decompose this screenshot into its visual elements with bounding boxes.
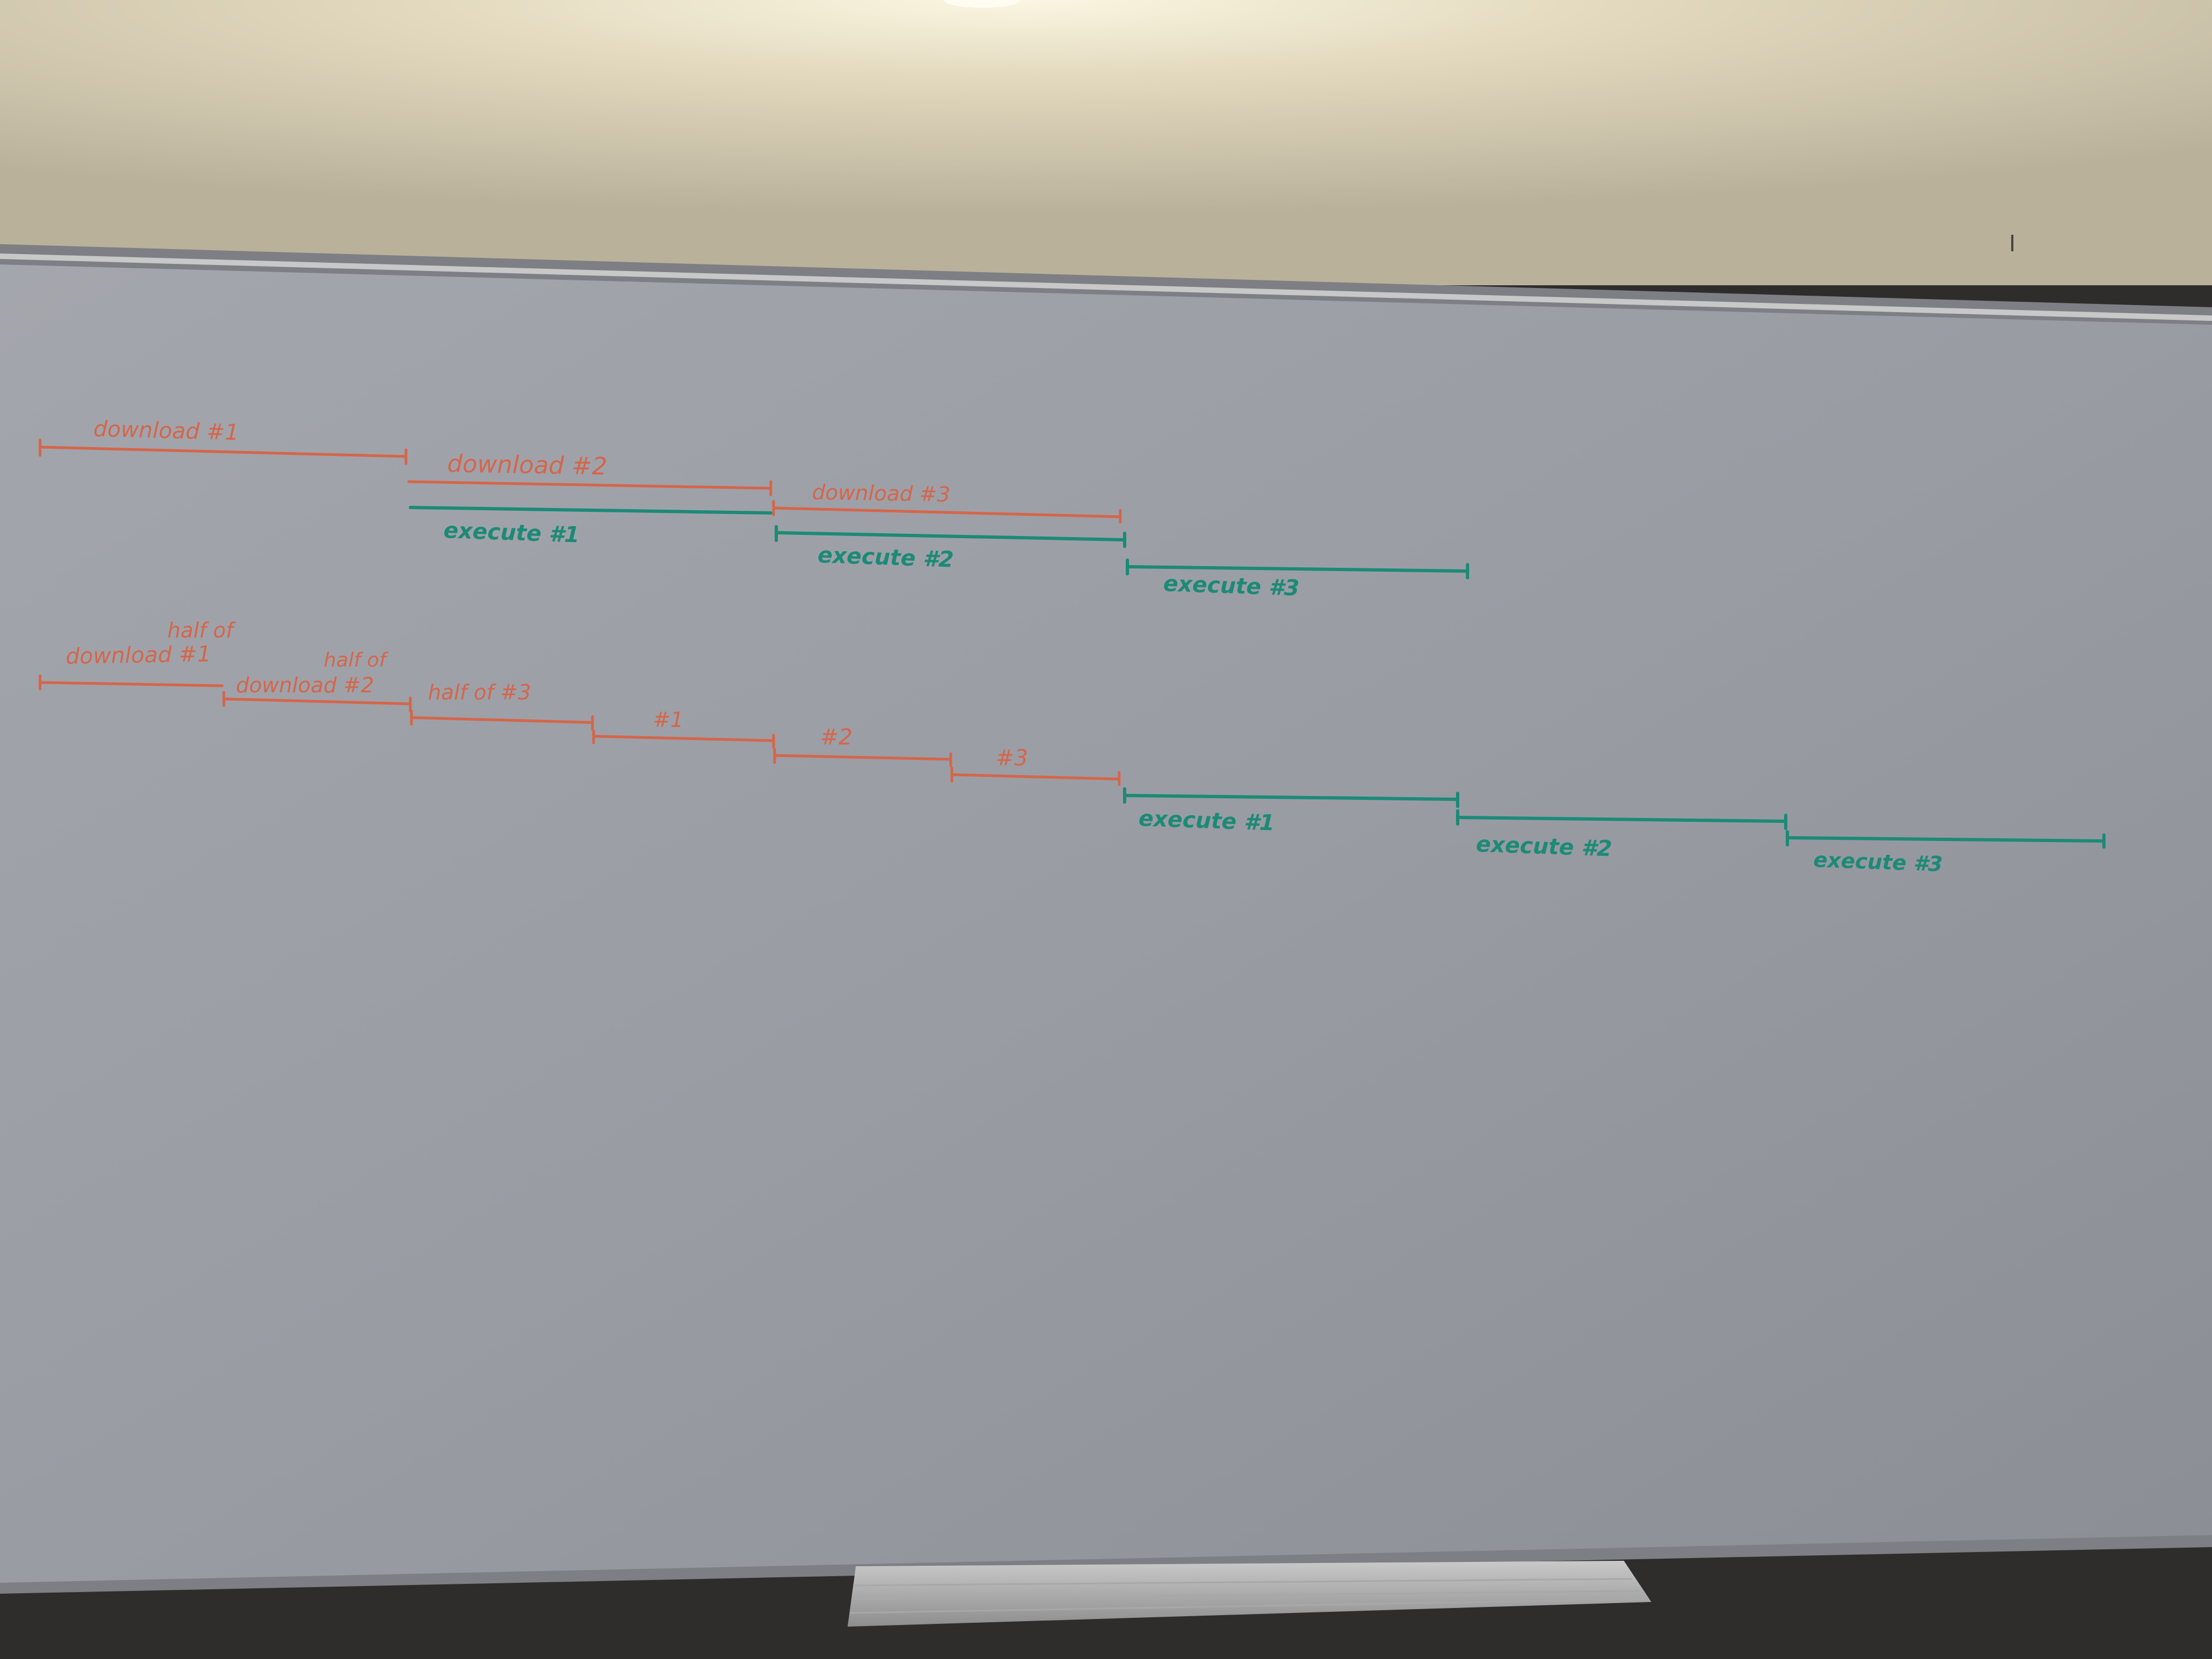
top-download-3-bar	[772, 500, 1122, 524]
top-execute-3-bar	[1126, 558, 1469, 579]
top-execute-2-bar	[775, 525, 1126, 548]
bottom-execute-3-bar	[1786, 830, 2106, 849]
top-download-1-label: download #1	[93, 416, 239, 445]
board-surface	[0, 264, 2212, 1583]
ceiling-light	[944, 0, 1020, 8]
bottom-part-3-bar	[950, 766, 1121, 786]
wall	[0, 0, 2212, 285]
top-timeline	[38, 438, 1469, 579]
top-timeline-labels: download #1 download #2 download #3 exec…	[93, 416, 1300, 601]
top-download-2-label: download #2	[447, 450, 607, 481]
bottom-execute-1-bar	[1123, 787, 1459, 808]
bottom-part-1-label: #1	[653, 708, 684, 732]
bottom-execute-2-bar	[1456, 809, 1787, 830]
top-download-1-bar	[38, 438, 408, 465]
bottom-download-2-label: download #2	[236, 673, 374, 697]
bottom-half-of-3-bar	[410, 709, 594, 731]
top-execute-1-bar	[409, 506, 772, 515]
board-frame-top-rail	[0, 253, 2212, 321]
bottom-download-1-half-bar	[38, 674, 224, 691]
bottom-part-2-label: #2	[820, 725, 853, 750]
bottom-execute-3-label: execute #3	[1813, 848, 1943, 876]
bottom-part-3-label: #3	[996, 746, 1028, 771]
bottom-part-1-bar	[592, 729, 775, 749]
bottom-part-2-bar	[773, 748, 952, 768]
bottom-half-of-2-note: half of	[324, 649, 389, 672]
tray-groove	[853, 1578, 1633, 1587]
top-execute-2-label: execute #2	[817, 543, 955, 573]
bottom-download-2-half-bar	[222, 691, 412, 713]
top-execute-3-label: execute #3	[1163, 571, 1300, 601]
bottom-execute-2-label: execute #2	[1476, 832, 1613, 862]
bottom-timeline-labels: half of download #1 half of download #2 …	[65, 618, 1943, 876]
top-execute-1-label: execute #1	[443, 518, 580, 548]
top-download-2-bar	[407, 480, 772, 496]
bottom-half-of-3-label: half of #3	[428, 680, 531, 704]
tray-groove	[849, 1598, 1646, 1614]
bottom-half-of-1-note: half of	[167, 618, 236, 642]
tray-groove	[851, 1590, 1641, 1600]
top-download-3-label: download #3	[812, 480, 951, 506]
bottom-execute-1-label: execute #1	[1138, 806, 1276, 836]
bottom-download-1-label: download #1	[65, 641, 211, 669]
bottom-timeline	[38, 674, 2106, 849]
